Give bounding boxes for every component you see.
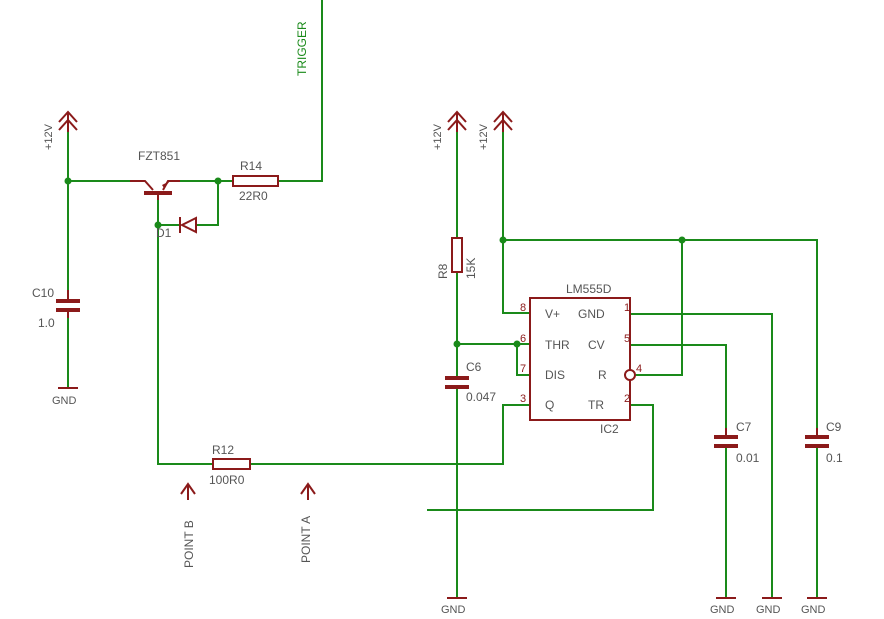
supply-label-12v: +12V [478, 123, 490, 150]
reset-bubble [624, 369, 636, 381]
wire-dis-link [516, 343, 531, 376]
supply-12v-mid: +12V [432, 110, 467, 150]
c6-name: C6 [466, 360, 482, 374]
ic2-lm555d: LM555D IC2 V+ THR DIS Q GND CV R TR 8 6 … [520, 282, 642, 436]
probe-point-b: POINT B [180, 482, 196, 568]
supply-12v-left: +12V [43, 110, 78, 150]
gnd-pin1: GND [756, 597, 782, 616]
r8-value: 15K [464, 258, 478, 279]
r14-value: 22R0 [239, 189, 268, 203]
r12-value: 100R0 [209, 473, 245, 487]
junction-dot [154, 221, 162, 229]
r8-name: R8 [436, 263, 450, 279]
capacitor-c6: C6 0.047 [445, 360, 496, 404]
probe-point-a: POINT A [299, 482, 316, 563]
junction-dot [64, 177, 72, 185]
trigger-net-label: TRIGGER [295, 21, 309, 76]
ic-pin-label: TR [588, 398, 604, 412]
wire-right-12v [502, 131, 531, 314]
ic-pin-number: 7 [520, 363, 526, 375]
wires [67, 0, 818, 599]
resistor-r12: R12 100R0 [209, 443, 251, 487]
capacitor-c7: C7 0.01 [714, 420, 760, 465]
c9-value: 0.1 [826, 451, 843, 465]
gnd-label: GND [441, 604, 466, 616]
transistor-label: FZT851 [138, 149, 180, 163]
wire-r12-to-q [249, 404, 531, 465]
ic-pin-label: THR [545, 338, 570, 352]
r12-name: R12 [212, 443, 234, 457]
resistor-r14: R14 22R0 [232, 159, 279, 203]
wire-r14-to-trigger [277, 0, 323, 182]
wire-pin1-gnd [629, 313, 773, 599]
capacitor-c9: C9 0.1 [805, 420, 843, 465]
gnd-label: GND [52, 395, 77, 407]
capacitor-c10: C10 1.0 [32, 286, 80, 330]
diode-label: D1 [156, 226, 172, 240]
junction-dot [453, 340, 461, 348]
junctions [64, 177, 686, 348]
c7-name: C7 [736, 420, 752, 434]
wire-diode-right [195, 180, 219, 226]
ic-pin-number: 8 [520, 302, 526, 314]
ic-pin-number: 5 [624, 333, 630, 345]
ic-pin-number: 2 [624, 393, 630, 405]
ic-pin-number: 6 [520, 333, 526, 345]
ic-pin-label: V+ [545, 307, 560, 321]
diode-d1: D1 [156, 216, 197, 240]
ic-part-label: LM555D [566, 282, 612, 296]
supply-12v-right: +12V [478, 110, 513, 150]
ic-pin-label: CV [588, 338, 605, 352]
c10-value: 1.0 [38, 316, 55, 330]
ic-pin-number: 4 [636, 363, 642, 375]
ic-name-label: IC2 [600, 422, 619, 436]
r14-name: R14 [240, 159, 262, 173]
c6-value: 0.047 [466, 390, 496, 404]
ic-pin-number: 3 [520, 393, 526, 405]
probe-b-label: POINT B [182, 520, 196, 568]
junction-dot [513, 340, 521, 348]
resistor-r8: R8 15K [436, 237, 478, 279]
ic-pin-label: GND [578, 307, 605, 321]
c10-name: C10 [32, 286, 54, 300]
supply-label-12v: +12V [43, 123, 55, 150]
gnd-c7: GND [710, 597, 736, 616]
wire-12v-bus [502, 239, 818, 429]
wire-reset [635, 239, 683, 376]
ic-pin-label: Q [545, 398, 554, 412]
junction-dot [499, 236, 507, 244]
gnd-c9: GND [801, 597, 827, 616]
c7-value: 0.01 [736, 451, 760, 465]
junction-dot [678, 236, 686, 244]
wire-tr [427, 404, 654, 511]
wire-base-down [157, 199, 214, 465]
probe-a-label: POINT A [299, 516, 313, 563]
gnd-label: GND [710, 604, 735, 616]
c9-name: C9 [826, 420, 842, 434]
ic-pin-label: R [598, 368, 607, 382]
wire-cv [629, 344, 727, 429]
ic-pin-label: DIS [545, 368, 565, 382]
ic-pin-number: 1 [624, 302, 630, 314]
junction-dot [214, 177, 222, 185]
gnd-c10: GND [52, 387, 78, 407]
transistor-fzt851: FZT851 [130, 149, 180, 200]
gnd-c6: GND [441, 597, 467, 616]
gnd-label: GND [801, 604, 826, 616]
supply-label-12v: +12V [432, 123, 444, 150]
gnd-label: GND [756, 604, 781, 616]
